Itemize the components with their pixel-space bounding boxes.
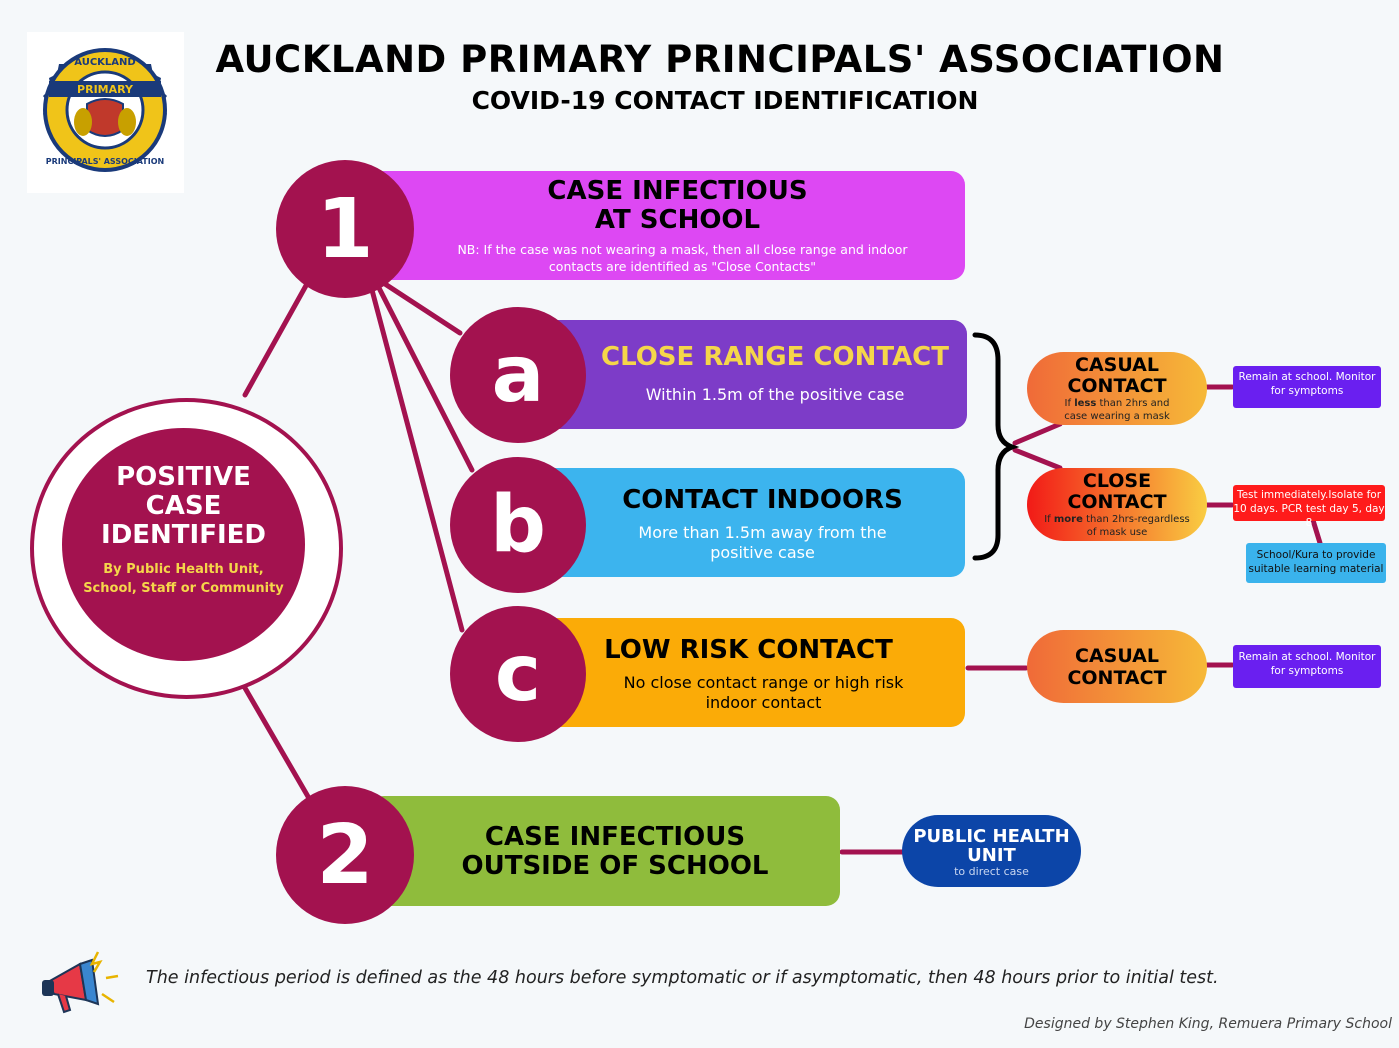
case-infectious-outside-school-panel <box>370 796 840 906</box>
casual-contact-pill-2: CASUAL CONTACT <box>1027 630 1207 703</box>
svg-text:AUCKLAND: AUCKLAND <box>74 57 135 68</box>
positive-case-title: POSITIVE CASE IDENTIFIED <box>101 462 266 550</box>
casual-contact-action-2: Remain at school. Monitor for symptoms <box>1233 645 1381 688</box>
page-title: AUCKLAND PRIMARY PRINCIPALS' ASSOCIATION <box>215 38 1225 81</box>
low-risk-contact-panel <box>540 618 965 727</box>
case1-note: NB: If the case was not wearing a mask, … <box>457 242 908 274</box>
megaphone-icon <box>42 951 119 1014</box>
svg-text:PRINCIPALS' ASSOCIATION: PRINCIPALS' ASSOCIATION <box>46 157 164 166</box>
close-contact-pill: CLOSE CONTACT If more than 2hrs-regardle… <box>1027 468 1207 541</box>
case2-title: CASE INFECTIOUS OUTSIDE OF SCHOOL <box>461 822 769 881</box>
positive-case-circle <box>62 428 305 661</box>
case2-number-badge: 2 <box>276 786 414 924</box>
contact-a-title: CLOSE RANGE CONTACT <box>600 342 950 372</box>
positive-case-subtitle: By Public Health Unit, School, Staff or … <box>83 562 284 596</box>
designer-credit: Designed by Stephen King, Remuera Primar… <box>1024 1016 1392 1032</box>
brace <box>972 332 1020 561</box>
contact-indoors-panel <box>540 468 965 577</box>
close-range-contact-panel <box>540 320 967 429</box>
contact-a-desc: Within 1.5m of the positive case <box>645 385 905 404</box>
contact-c-desc: No close contact range or high risk indo… <box>623 673 904 712</box>
association-logo: PRIMARY AUCKLAND PRINCIPALS' ASSOCIATION <box>27 32 184 193</box>
learning-material-note: School/Kura to provide suitable learning… <box>1246 543 1386 583</box>
contact-c-title: LOW RISK CONTACT <box>604 635 893 665</box>
contact-a-letter-badge: a <box>450 307 586 443</box>
contact-b-desc: More than 1.5m away from the positive ca… <box>638 523 887 562</box>
logo-emblem-icon: PRIMARY AUCKLAND PRINCIPALS' ASSOCIATION <box>43 48 167 172</box>
contact-b-title: CONTACT INDOORS <box>622 485 903 515</box>
case-infectious-at-school-panel <box>370 171 965 280</box>
infectious-period-note: The infectious period is defined as the … <box>146 968 1219 988</box>
close-contact-action: Test immediately.Isolate for 10 days. PC… <box>1233 485 1385 529</box>
public-health-unit-pill: PUBLIC HEALTH UNIT to direct case <box>902 815 1081 887</box>
casual-contact-action-1: Remain at school. Monitor for symptoms <box>1233 366 1381 408</box>
case1-title: CASE INFECTIOUS AT SCHOOL <box>547 176 808 235</box>
svg-text:PRIMARY: PRIMARY <box>77 83 134 96</box>
contact-c-letter-badge: c <box>450 606 586 742</box>
casual-contact-pill-1: CASUAL CONTACT If less than 2hrs and cas… <box>1027 352 1207 425</box>
page-subtitle: COVID-19 CONTACT IDENTIFICATION <box>471 86 979 115</box>
case1-number-badge: 1 <box>276 160 414 298</box>
contact-b-letter-badge: b <box>450 457 586 593</box>
